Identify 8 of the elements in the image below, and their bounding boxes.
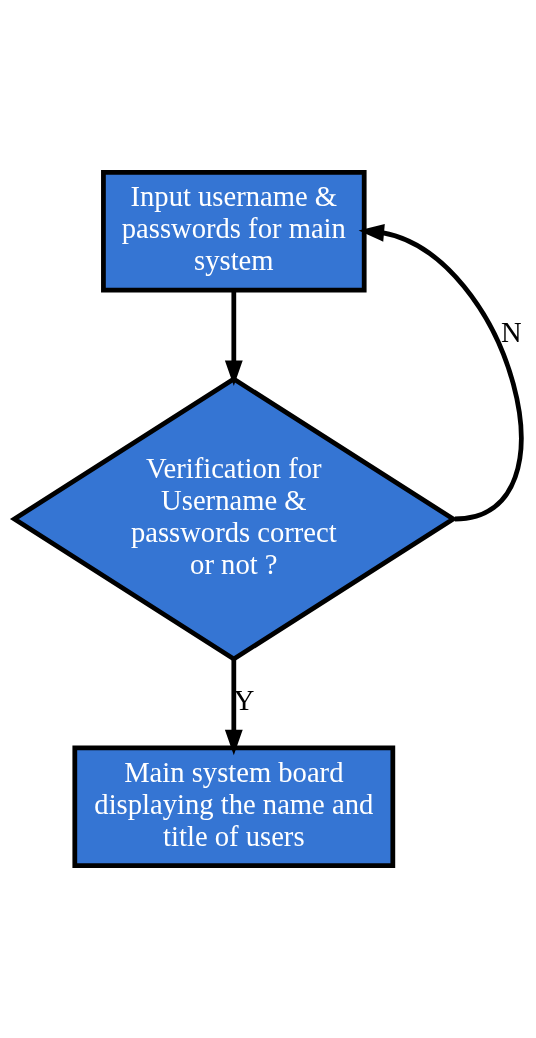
edge-label: N: [500, 315, 522, 348]
node-box: Main system board displaying the name and title of users: [72, 745, 396, 869]
node-diamond: Verification for Username & passwords correct or not ?: [9, 376, 458, 662]
arrow: [224, 290, 243, 386]
arrow: [358, 223, 524, 522]
node-box: Input username & passwords for main system: [101, 169, 367, 293]
arrow: [224, 659, 243, 756]
edge-label: Y: [233, 684, 255, 717]
